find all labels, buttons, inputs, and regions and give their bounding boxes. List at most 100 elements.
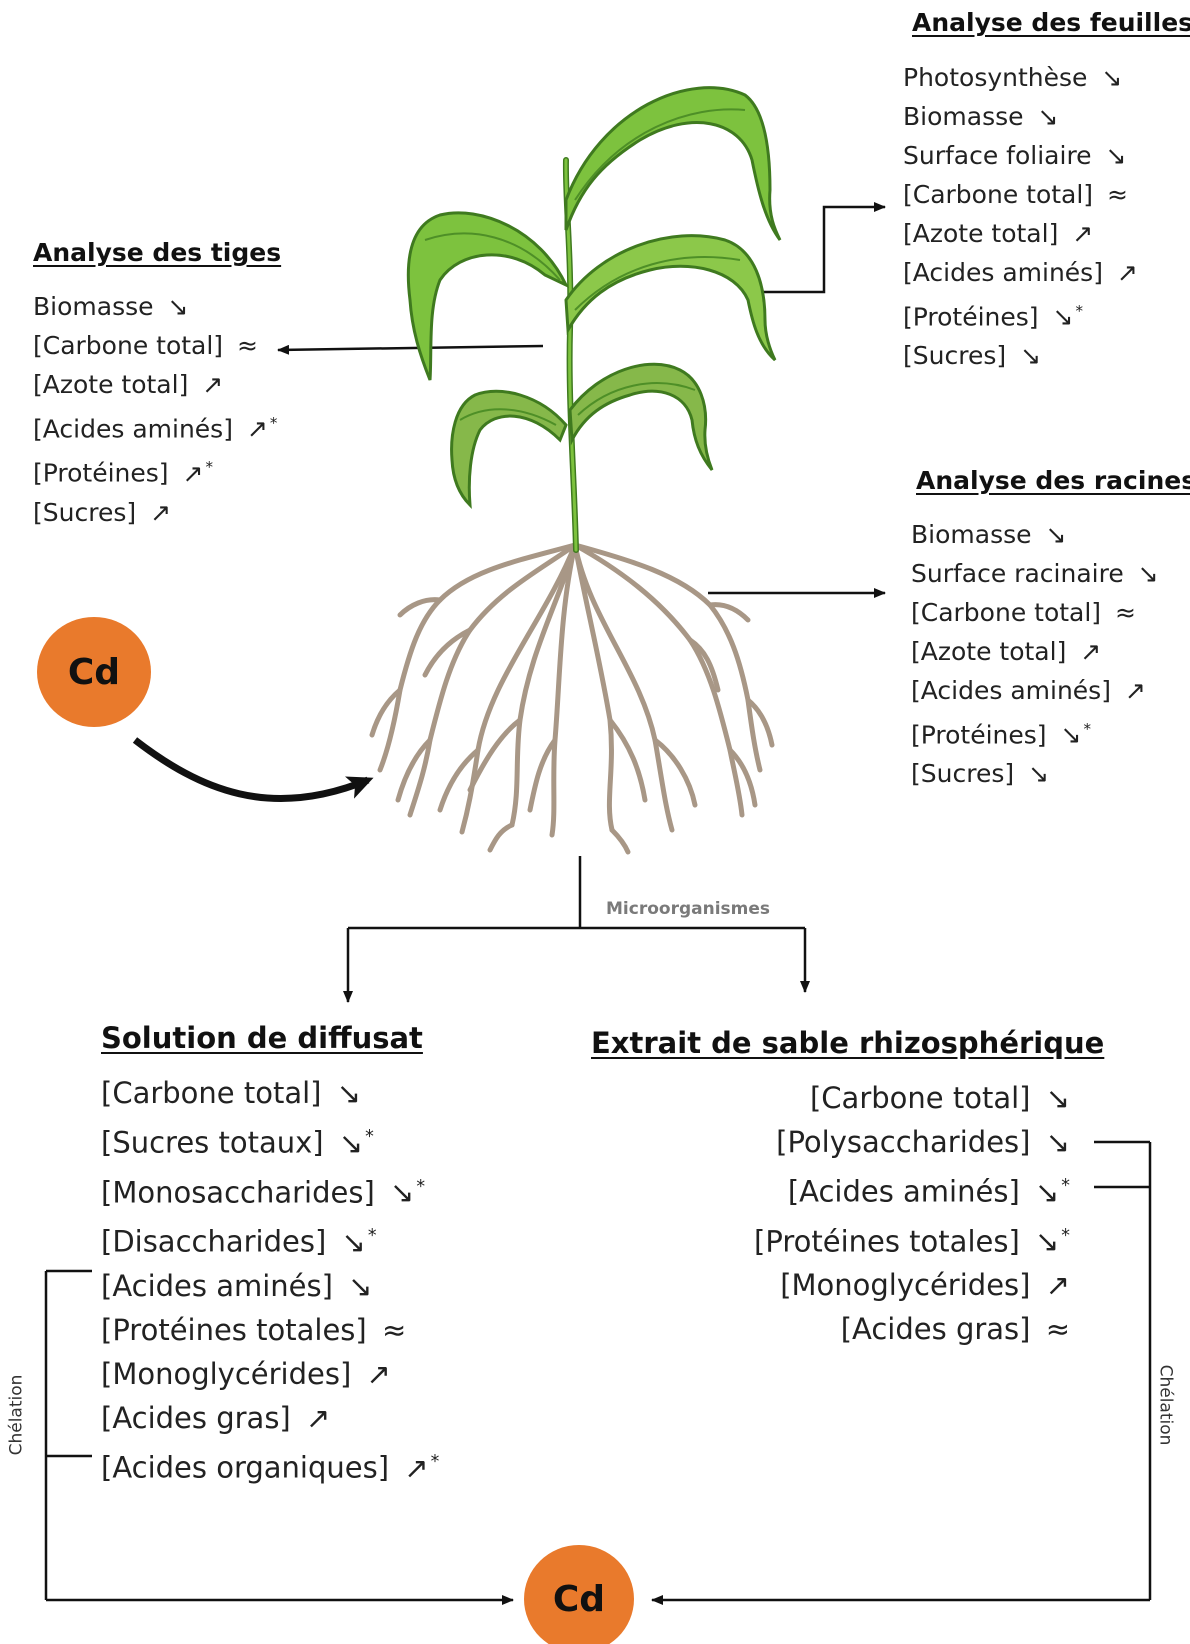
measurement-label: [Protéines] xyxy=(911,720,1047,750)
measurement-label: [Sucres totaux] xyxy=(101,1125,324,1160)
measurement-label: [Acides aminés] xyxy=(33,414,233,444)
right-chelation-label: Chélation xyxy=(1155,1364,1176,1446)
trend-increase-icon: ↗ xyxy=(1116,258,1138,287)
trend-decrease-icon: ↘ xyxy=(1034,1174,1060,1209)
trend-decrease-icon: ↘ xyxy=(1137,559,1159,588)
leaves-list: Photosynthèse ↘Biomasse ↘Surface foliair… xyxy=(903,58,1138,375)
measurement-label: [Carbone total] xyxy=(911,598,1102,627)
stems-list: Biomasse ↘[Carbone total] ≈[Azote total]… xyxy=(33,287,277,532)
measurement-label: [Azote total] xyxy=(903,219,1059,248)
trend-increase-icon: ↗ xyxy=(246,414,268,444)
trend-increase-icon: ↗ xyxy=(1072,219,1094,248)
measurement-item: [Protéines] ↘* xyxy=(903,292,1138,336)
measurement-item: [Monoglycérides] ↗ xyxy=(101,1352,439,1396)
trend-increase-icon: ↗ xyxy=(202,370,224,399)
trend-decrease-icon: ↘ xyxy=(1101,63,1123,92)
trend-increase-icon: ↗ xyxy=(182,458,204,488)
trend-decrease-icon: ↘ xyxy=(338,1125,364,1160)
measurement-label: Surface racinaire xyxy=(911,559,1124,588)
significance-star-icon: * xyxy=(430,1451,440,1472)
significance-star-icon: * xyxy=(269,414,278,432)
trend-stable-icon: ≈ xyxy=(1115,598,1136,627)
trend-increase-icon: ↗ xyxy=(404,1450,429,1485)
measurement-item: [Disaccharides] ↘* xyxy=(101,1214,439,1264)
roots-heading: Analyse des racines xyxy=(916,466,1190,495)
measurement-item: [Acides aminés] ↗ xyxy=(903,253,1138,292)
trend-decrease-icon: ↘ xyxy=(1045,1081,1070,1115)
measurement-item: [Polysaccharides] ↘ xyxy=(754,1120,1070,1164)
measurement-item: [Sucres] ↘ xyxy=(911,754,1159,793)
measurement-item: [Acides aminés] ↘ xyxy=(101,1264,439,1308)
measurement-item: [Acides organiques] ↗* xyxy=(101,1440,439,1490)
measurement-item: [Monosaccharides] ↘* xyxy=(101,1165,439,1215)
trend-decrease-icon: ↘ xyxy=(336,1076,362,1110)
measurement-label: [Azote total] xyxy=(33,370,189,399)
measurement-label: [Protéines totales] xyxy=(101,1312,367,1347)
measurement-item: Surface foliaire ↘ xyxy=(903,136,1138,175)
measurement-label: [Azote total] xyxy=(911,637,1067,666)
measurement-item: [Protéines totales] ↘* xyxy=(754,1214,1070,1264)
significance-star-icon: * xyxy=(1075,302,1083,320)
trend-decrease-icon: ↘ xyxy=(1045,520,1067,549)
measurement-label: [Acides aminés] xyxy=(911,676,1111,705)
measurement-item: [Carbone total] ≈ xyxy=(903,175,1138,214)
measurement-label: [Acides gras] xyxy=(840,1312,1031,1347)
measurement-item: [Carbone total] ≈ xyxy=(33,326,277,365)
stems-heading: Analyse des tiges xyxy=(33,238,282,267)
measurement-label: [Carbone total] xyxy=(101,1076,322,1110)
microorganisms-label: Microorganismes xyxy=(606,899,770,919)
measurement-item: Surface racinaire ↘ xyxy=(911,554,1159,593)
measurement-item: [Sucres totaux] ↘* xyxy=(101,1115,439,1165)
trend-increase-icon: ↗ xyxy=(1045,1268,1070,1303)
measurement-label: [Acides organiques] xyxy=(101,1450,390,1485)
measurement-label: Photosynthèse xyxy=(903,63,1088,92)
trend-decrease-icon: ↘ xyxy=(348,1268,373,1303)
trend-increase-icon: ↗ xyxy=(150,497,172,527)
measurement-item: [Carbone total] ↘ xyxy=(101,1071,439,1115)
significance-star-icon: * xyxy=(416,1176,426,1197)
measurement-item: Biomasse ↘ xyxy=(903,97,1138,136)
measurement-item: [Carbone total] ≈ xyxy=(911,593,1159,632)
diffusate-heading: Solution de diffusat xyxy=(101,1021,423,1055)
measurement-item: [Acides aminés] ↘* xyxy=(754,1164,1070,1214)
measurement-label: Surface foliaire xyxy=(903,141,1092,170)
trend-increase-icon: ↗ xyxy=(305,1400,331,1435)
trend-decrease-icon: ↘ xyxy=(1045,1125,1070,1159)
significance-star-icon: * xyxy=(367,1226,377,1247)
measurement-label: [Sucres] xyxy=(911,759,1015,789)
measurement-label: Biomasse xyxy=(903,102,1024,131)
significance-star-icon: * xyxy=(365,1127,374,1147)
trend-decrease-icon: ↘ xyxy=(1105,141,1127,170)
trend-increase-icon: ↗ xyxy=(366,1356,391,1391)
trend-decrease-icon: ↘ xyxy=(390,1175,415,1210)
measurement-label: [Protéines totales] xyxy=(754,1224,1020,1259)
measurement-item: Biomasse ↘ xyxy=(33,287,277,326)
diffusate-list: [Carbone total] ↘[Sucres totaux] ↘*[Mono… xyxy=(101,1071,439,1490)
significance-star-icon: * xyxy=(1061,1176,1070,1196)
measurement-label: [Disaccharides] xyxy=(101,1224,327,1259)
roots-list: Biomasse ↘Surface racinaire ↘[Carbone to… xyxy=(911,515,1159,793)
measurement-item: [Azote total] ↗ xyxy=(33,365,277,404)
measurement-label: [Monoglycérides] xyxy=(101,1356,352,1391)
trend-decrease-icon: ↘ xyxy=(341,1224,366,1259)
measurement-label: [Monoglycérides] xyxy=(780,1268,1031,1303)
trend-stable-icon: ≈ xyxy=(1045,1312,1070,1347)
trend-stable-icon: ≈ xyxy=(1107,180,1128,209)
measurement-label: [Sucres] xyxy=(903,341,1007,371)
cd-source-circle: Cd xyxy=(37,617,151,727)
measurement-label: [Acides aminés] xyxy=(101,1268,333,1303)
measurement-item: [Carbone total] ↘ xyxy=(754,1076,1070,1120)
trend-stable-icon: ≈ xyxy=(381,1312,407,1347)
measurement-label: [Acides aminés] xyxy=(903,258,1103,287)
cd-target-circle: Cd xyxy=(524,1545,634,1644)
trend-decrease-icon: ↘ xyxy=(1052,302,1074,332)
measurement-label: [Carbone total] xyxy=(903,180,1094,209)
measurement-item: [Acides aminés] ↗ xyxy=(911,671,1159,710)
measurement-label: [Carbone total] xyxy=(809,1081,1031,1115)
measurement-item: [Acides gras] ↗ xyxy=(101,1396,439,1440)
trend-decrease-icon: ↘ xyxy=(1028,759,1050,789)
measurement-item: [Acides gras] ≈ xyxy=(754,1307,1070,1351)
measurement-item: [Protéines] ↘* xyxy=(911,710,1159,754)
